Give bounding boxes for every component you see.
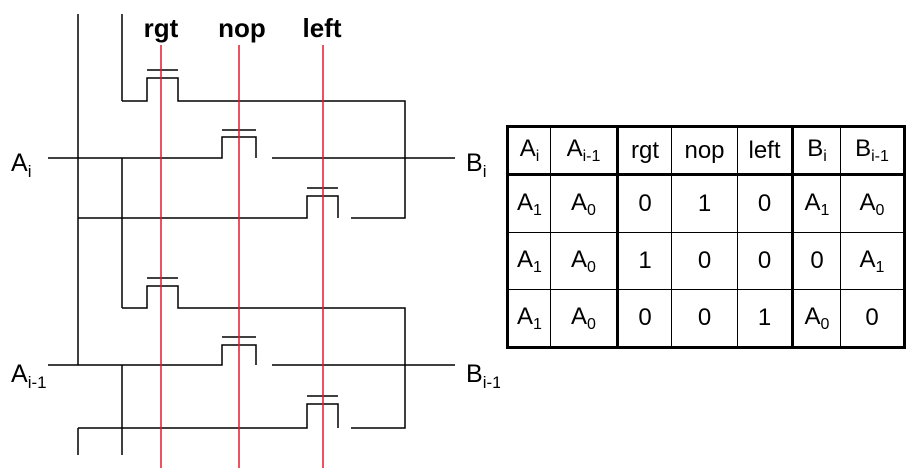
input-label-ai-1: Ai-1 [11,360,47,392]
cell: A0 [550,289,618,348]
cell: A0 [840,174,905,233]
table-row: A1 A0 0 1 0 A1 A0 [507,174,905,233]
cell: 0 [671,232,738,290]
truth-table: Ai Ai-1 rgt nop left Bi Bi-1 A1 A0 0 1 0… [506,125,906,349]
cell: A0 [550,232,618,290]
cell: A0 [791,289,841,348]
cell: 1 [737,289,793,348]
header-rgt: rgt [616,126,672,176]
header-ai-1: Ai-1 [550,126,618,176]
control-label-nop: nop [218,13,266,43]
table-header-row: Ai Ai-1 rgt nop left Bi Bi-1 [507,126,905,176]
cell: 0 [671,289,738,348]
cell: A1 [840,232,905,290]
input-label-ai: Ai [11,149,31,181]
wire-network [48,14,455,455]
cell: 0 [616,289,672,348]
cell: 0 [791,232,841,290]
cell: 1 [671,174,738,233]
header-bi: Bi [791,126,841,176]
header-ai: Ai [507,126,551,176]
output-label-bi: Bi [466,149,486,181]
cell: 0 [737,174,793,233]
control-label-left: left [303,13,342,43]
cell: A1 [507,232,551,290]
header-bi-1: Bi-1 [840,126,905,176]
control-label-rgt: rgt [144,13,179,43]
table-row: A1 A0 1 0 0 0 A1 [507,232,905,290]
cell: A1 [791,174,841,233]
header-nop: nop [671,126,738,176]
cell: A1 [507,174,551,233]
cell: A0 [550,174,618,233]
cell: 0 [616,174,672,233]
output-label-bi-1: Bi-1 [466,360,500,392]
cell: 0 [737,232,793,290]
header-left: left [737,126,793,176]
table-row: A1 A0 0 0 1 A0 0 [507,289,905,348]
cell: 0 [840,289,905,348]
barrel-shifter-circuit: rgt nop left Ai Ai-1 Bi Bi-1 [11,13,500,468]
cell: 1 [616,232,672,290]
cell: A1 [507,289,551,348]
